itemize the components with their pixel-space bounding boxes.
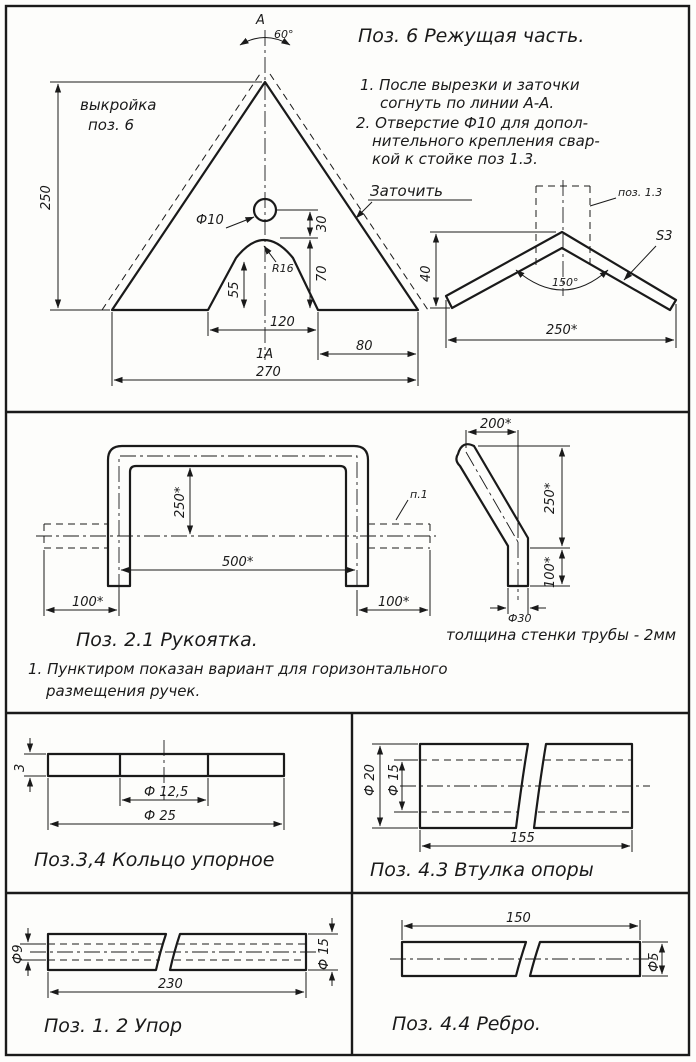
dim-s3-leader <box>623 245 657 281</box>
dim-d5-label: Ф5 <box>647 953 662 972</box>
panel-f-title: Поз. 4.4 Ребро. <box>392 1013 541 1035</box>
angle-60-label: 60° <box>274 28 294 41</box>
stop-left-part <box>46 932 168 972</box>
dim-100-left-label: 100* <box>72 595 104 610</box>
pattern-label-1: выкройка <box>80 96 156 114</box>
ring-section-left <box>46 752 122 778</box>
panel-b-note-2: размещения ручек. <box>45 682 200 700</box>
panel-a-note-5: кой к стойке поз 1.3. <box>372 150 538 168</box>
dim-250-side-label: 250* <box>543 482 558 514</box>
dim-500-label: 500* <box>222 555 254 570</box>
panel-a-note-4: нительного крепления свар- <box>372 132 600 150</box>
dim-d20-label: Ф 20 <box>363 764 378 796</box>
sleeve-right-part <box>532 742 634 830</box>
panel-a-note-2: согнуть по линии А-А. <box>380 94 554 112</box>
dim-70-label: 70 <box>315 265 330 282</box>
handle-axis <box>118 455 358 590</box>
dim-155-label: 155 <box>510 831 535 846</box>
dim-230-label: 230 <box>158 977 183 992</box>
dim-d125-label: Ф 12,5 <box>144 785 188 800</box>
panel-cutting-part: Поз. 6 Режущая часть. 1. После вырезки и… <box>39 13 678 386</box>
panel-b-title: Поз. 2.1 Рукоятка. <box>76 629 258 651</box>
dim-30-label: 30 <box>315 215 330 232</box>
dim-250-handle-label: 250* <box>173 486 188 518</box>
dim-s3-label: S3 <box>656 229 673 244</box>
dim-200-label: 200* <box>480 417 512 432</box>
pattern-label-2: поз. 6 <box>88 116 134 134</box>
stop-right-part <box>168 932 308 972</box>
dim-d30-label: Ф30 <box>508 612 531 625</box>
triangle-blank-outline <box>110 80 420 312</box>
dim-270-label: 270 <box>256 365 281 380</box>
dim-55-label: 55 <box>227 281 242 298</box>
dim-150-label: 150 <box>506 911 531 926</box>
sharpen-leader <box>355 201 373 219</box>
handle-side-axis-1 <box>465 451 519 543</box>
section-letter-a: А <box>255 13 265 28</box>
dim-120-label: 120 <box>270 315 295 330</box>
outer-frame <box>4 4 691 1057</box>
wall-thickness-note: толщина стенки трубы - 2мм <box>446 626 676 644</box>
cut-mark-1a: 1А <box>256 347 273 362</box>
panel-thrust-ring: 3 Ф 12,5 Ф 25 Поз.3,4 Кольцо упорное <box>13 738 286 871</box>
dim-d25-label: Ф 25 <box>144 809 176 824</box>
handle-horizontal-variant <box>43 523 431 549</box>
sharpen-label: Заточить <box>370 182 443 200</box>
dim-hole-label: Ф10 <box>196 213 224 228</box>
post-ref-leader <box>589 197 617 207</box>
panel-e-title: Поз. 1. 2 Упор <box>44 1015 182 1037</box>
handle-tube-outline <box>106 444 370 588</box>
panel-handle: п.1 250* 500* 100* 100* 200* 250* 100* <box>28 417 676 700</box>
dim-100-side-label: 100* <box>543 556 558 588</box>
panel-d-title: Поз. 4.3 Втулка опоры <box>370 859 594 881</box>
angle-60-arc <box>239 37 291 46</box>
panel-support-sleeve: Ф 20 Ф 15 155 Поз. 4.3 Втулка опоры <box>363 742 650 881</box>
panel-rib: 150 Ф5 Поз. 4.4 Ребро. <box>390 911 668 1035</box>
rib-right-part <box>528 940 642 978</box>
ref-p1-leader <box>395 499 409 521</box>
panel-a-title: Поз. 6 Режущая часть. <box>358 25 584 47</box>
dim-d15e-label: Ф 15 <box>317 938 332 970</box>
dim-r16-leader <box>263 245 277 263</box>
ring-section-right <box>206 752 286 778</box>
ref-p1-label: п.1 <box>410 488 428 501</box>
dim-250-label: 250 <box>39 185 54 210</box>
dim-40-label: 40 <box>419 265 434 282</box>
angle-150-label: 150° <box>552 276 579 289</box>
dim-d9-label: Ф9 <box>11 945 26 964</box>
panel-stop: Ф9 Ф 15 230 Поз. 1. 2 Упор <box>11 918 338 1037</box>
dim-d15-label: Ф 15 <box>387 764 402 796</box>
panel-a-note-3: 2. Отверстие Ф10 для допол- <box>356 114 588 132</box>
angle-150-arc <box>515 269 609 291</box>
bent-blade-profile <box>444 230 678 312</box>
dim-r16-label: R16 <box>272 262 294 275</box>
sheet-frames <box>4 4 691 1057</box>
dim-250-star-label: 250* <box>546 323 578 338</box>
dim-100-right-label: 100* <box>378 595 410 610</box>
sleeve-left-part <box>418 742 530 830</box>
panel-c-title: Поз.3,4 Кольцо упорное <box>34 849 274 871</box>
dim-80-label: 80 <box>356 339 373 354</box>
handle-side-outline <box>455 443 530 588</box>
dim-3-label: 3 <box>13 764 28 772</box>
dim-hole-leader <box>225 216 255 229</box>
panel-a-note-1: 1. После вырезки и заточки <box>360 76 580 94</box>
post-ref-label: поз. 1.3 <box>618 186 662 199</box>
rib-left-part <box>400 940 528 978</box>
panel-b-note-1: 1. Пунктиром показан вариант для горизон… <box>28 660 448 678</box>
